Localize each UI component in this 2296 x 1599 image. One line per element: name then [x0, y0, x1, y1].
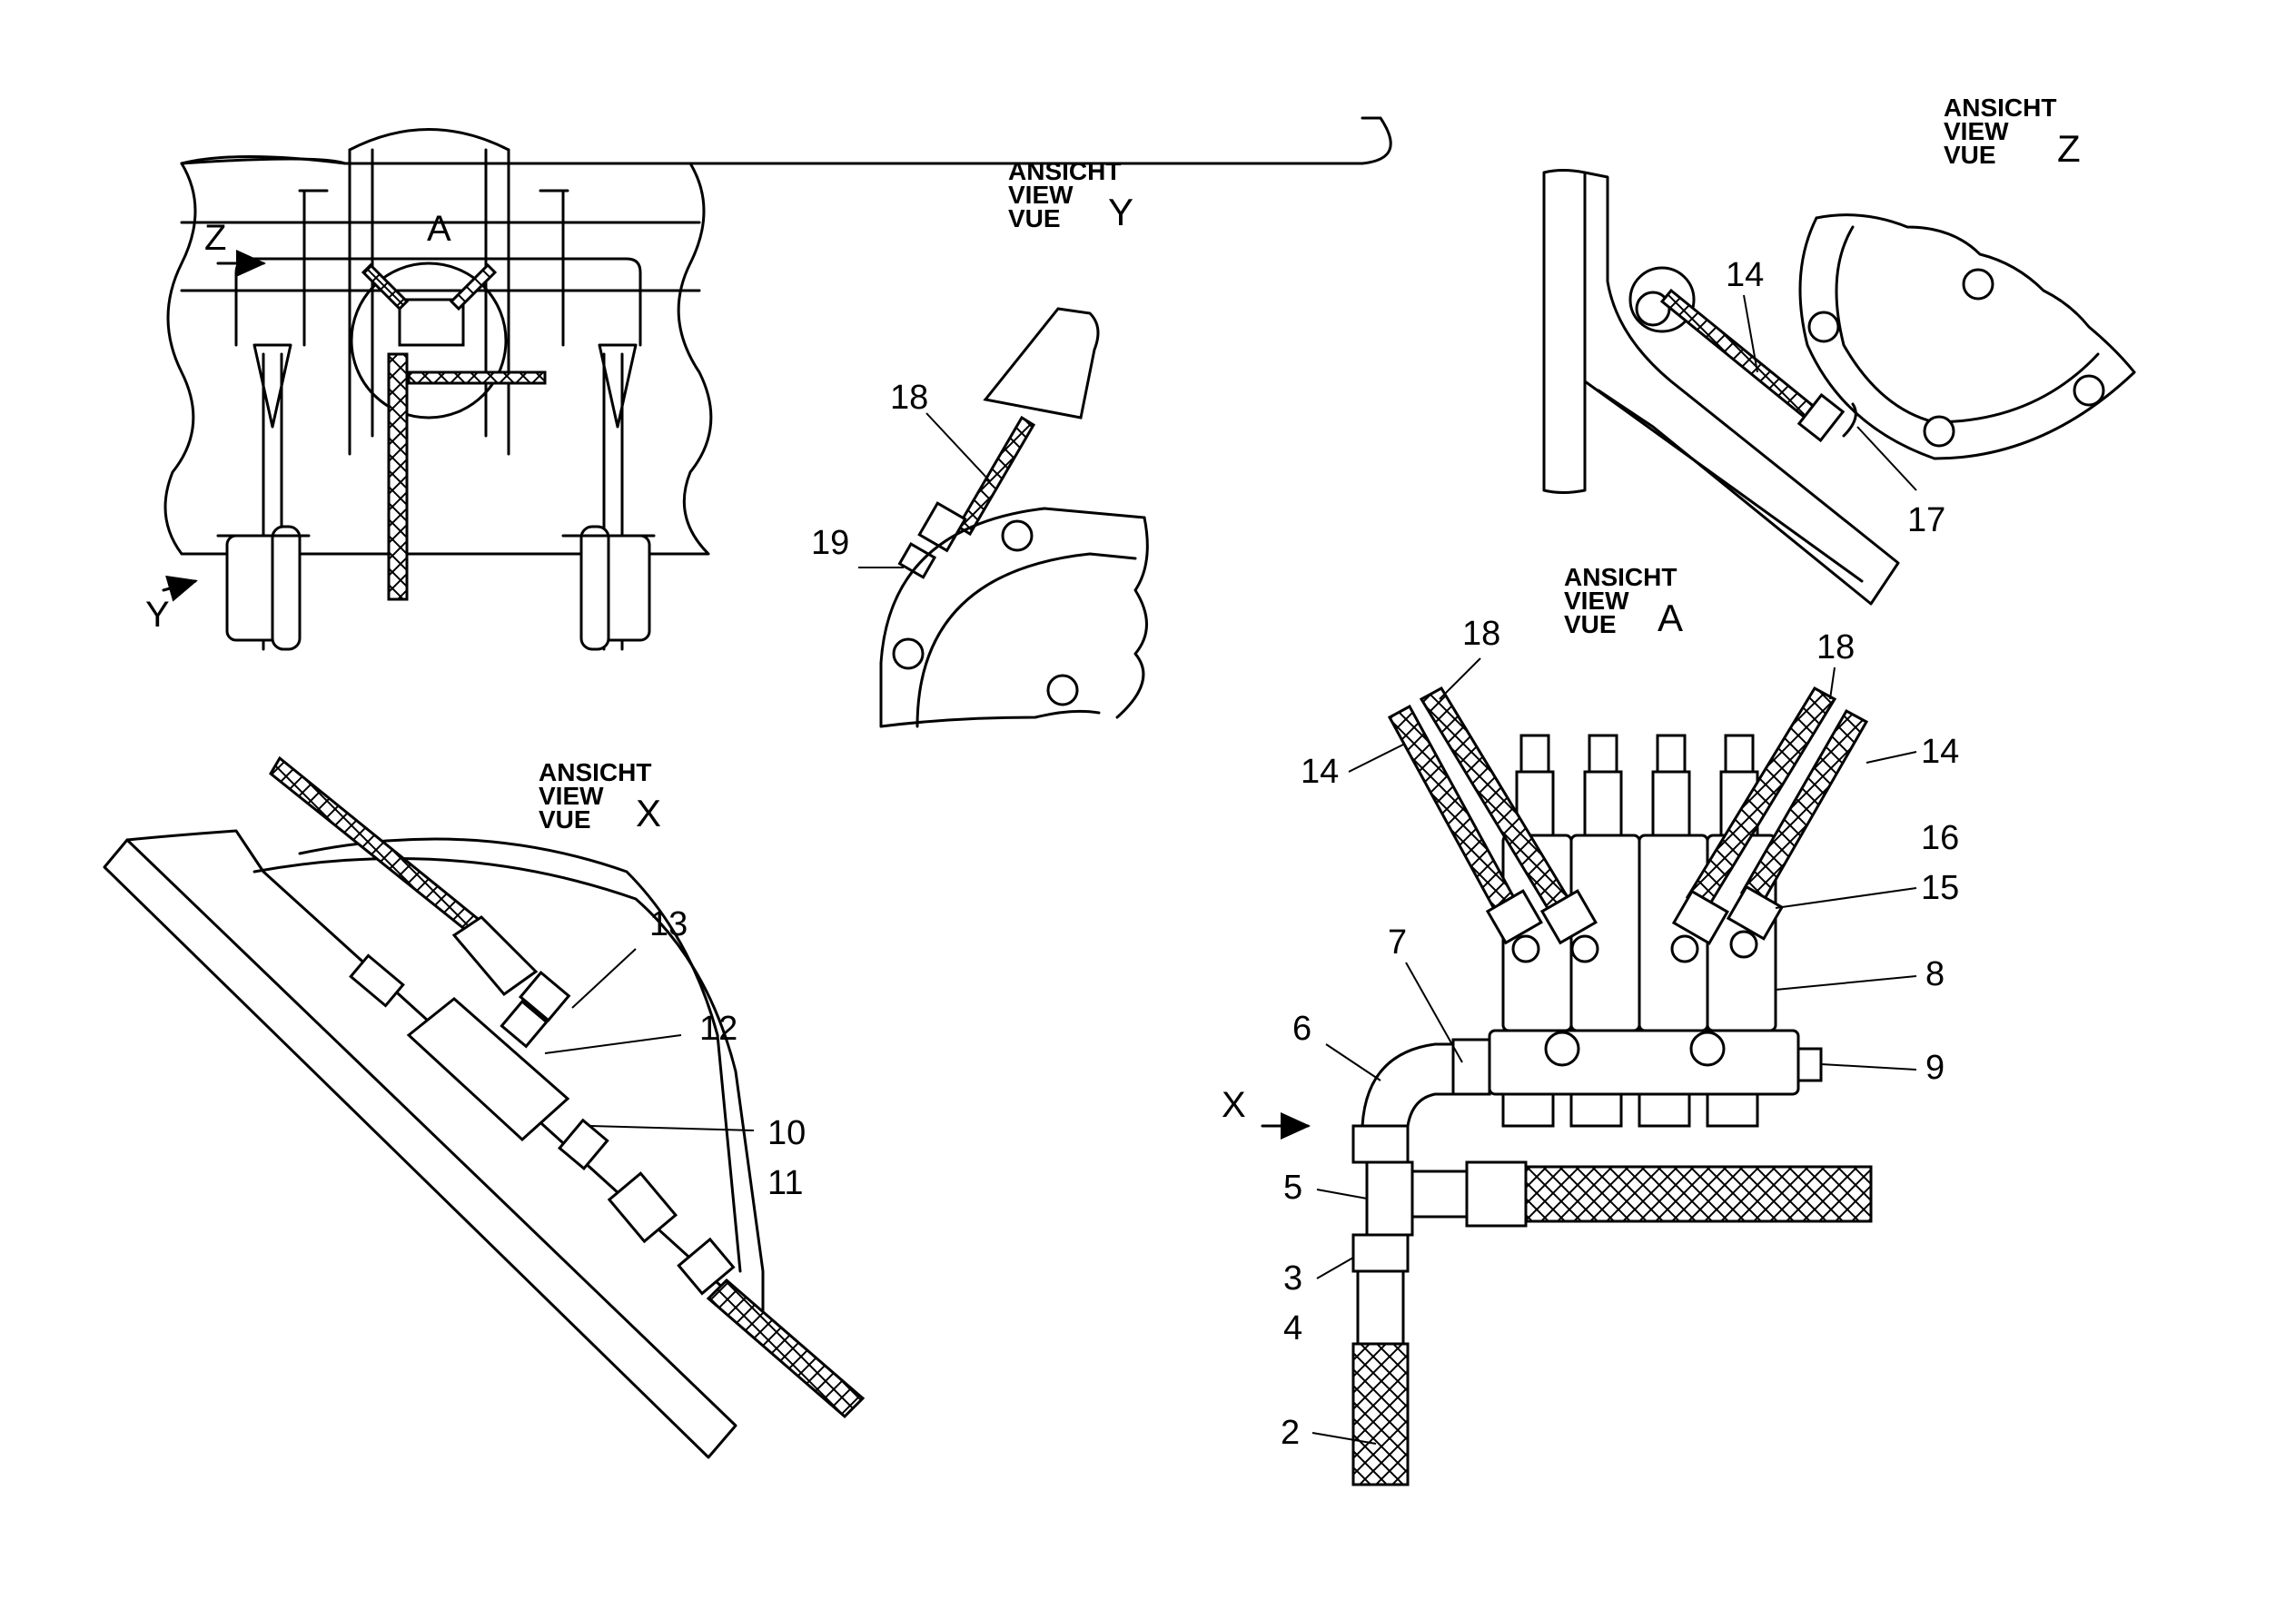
view-a-ansicht: ANSICHT: [1564, 563, 1677, 591]
callout-2: 2: [1281, 1414, 1300, 1452]
view-y-ansicht: ANSICHT: [1008, 157, 1121, 185]
view-x-vue: VUE: [539, 805, 591, 834]
overview-view: Z Y A: [145, 116, 1392, 651]
tee-5: [1365, 1160, 1414, 1237]
callout-11: 11: [767, 1164, 803, 1202]
callout-9: 9: [1925, 1049, 1945, 1087]
callout-8: 8: [1925, 955, 1945, 993]
callout-5: 5: [1283, 1169, 1302, 1207]
callout-3: 3: [1283, 1259, 1302, 1298]
hose-2-horizontal: [1524, 1165, 1873, 1223]
view-z-view: VIEW: [1944, 117, 2009, 145]
distributor-block: [1488, 1029, 1800, 1096]
view-a-vue: VUE: [1564, 610, 1617, 638]
view-z-vue: VUE: [1944, 141, 1996, 169]
view-y-letter: Y: [1108, 191, 1133, 233]
hose-2: [1351, 1342, 1410, 1486]
callout-12: 12: [699, 1010, 737, 1048]
detail-circle-a: [350, 262, 508, 419]
callout-15: 15: [1921, 869, 1959, 907]
callout-18-view-y: 18: [890, 379, 928, 417]
detail-a-label: A: [427, 209, 451, 249]
elbow-6: [1361, 1042, 1455, 1128]
gear-segment-y: [879, 507, 1146, 728]
view-z-ansicht: ANSICHT: [1944, 94, 2056, 122]
view-z-letter: Z: [2057, 127, 2081, 170]
centre-column: [348, 148, 510, 456]
callout-7: 7: [1388, 923, 1407, 962]
hose-nuts: [1485, 884, 1784, 963]
view-x-letter: X: [636, 792, 661, 834]
callout-6: 6: [1292, 1010, 1311, 1048]
view-a-view: VIEW: [1564, 587, 1629, 615]
arrow-z-label: Z: [204, 218, 226, 258]
view-y-view: VIEW: [1008, 181, 1074, 209]
view-x: ANSICHT VIEW VUE X 13 12 10 11: [103, 755, 866, 1459]
view-z: ANSICHT VIEW VUE Z 14 17: [1542, 94, 2136, 606]
view-x-ansicht: ANSICHT: [539, 758, 651, 786]
arrow-x-label: X: [1222, 1085, 1246, 1125]
callout-10: 10: [767, 1114, 806, 1152]
callout-17: 17: [1907, 501, 1945, 539]
callout-14-left: 14: [1301, 753, 1339, 791]
callout-18-right: 18: [1816, 628, 1855, 666]
callout-16: 16: [1921, 819, 1959, 857]
callout-13: 13: [649, 905, 688, 943]
callout-4: 4: [1283, 1309, 1302, 1347]
arrow-y-label: Y: [145, 595, 170, 635]
frame-outline: [180, 116, 1392, 165]
view-a: ANSICHT VIEW VUE A: [1222, 563, 1959, 1486]
callout-18-left: 18: [1462, 615, 1500, 653]
callout-14-right: 14: [1921, 733, 1959, 771]
view-y-vue: VUE: [1008, 204, 1061, 232]
callout-19: 19: [811, 524, 849, 562]
view-y: ANSICHT VIEW VUE Y 18 19: [811, 157, 1149, 728]
piston-stems: [1515, 734, 1759, 837]
callout-14-view-z: 14: [1726, 256, 1764, 294]
view-x-view: VIEW: [539, 782, 604, 810]
view-a-letter: A: [1658, 597, 1683, 639]
